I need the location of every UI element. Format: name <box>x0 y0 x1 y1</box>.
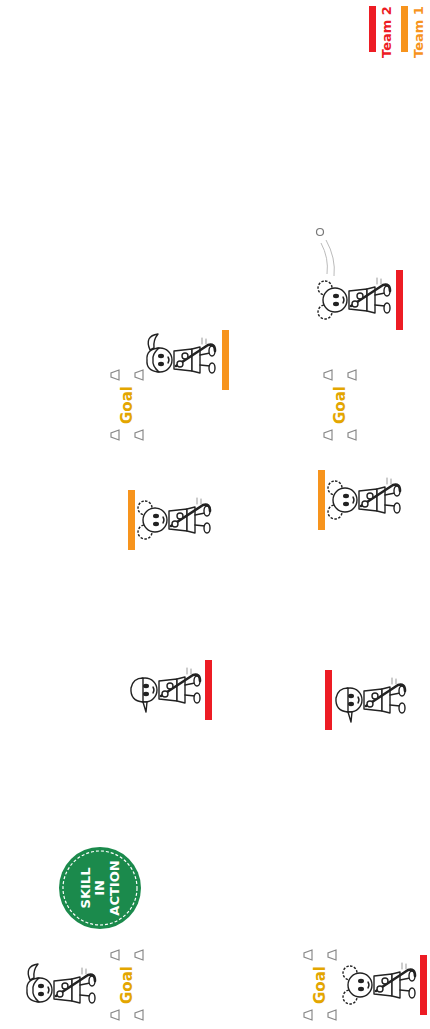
player-body <box>143 498 210 533</box>
team-bar <box>205 660 212 720</box>
player-figure <box>343 963 415 1004</box>
cap <box>131 678 147 712</box>
goal-post <box>135 370 143 380</box>
goal-label: Goal <box>119 386 136 424</box>
cap <box>336 688 352 722</box>
player-body <box>333 478 400 513</box>
goal-post <box>304 950 312 960</box>
team-bar <box>222 330 229 390</box>
badge-disc <box>59 847 141 929</box>
badge-text: SKILL IN ACTION <box>79 860 122 915</box>
goal-post <box>328 1010 336 1020</box>
ball-trail <box>321 243 327 274</box>
player-body <box>148 338 215 373</box>
goal-post <box>324 370 332 380</box>
goal <box>111 370 143 440</box>
goal-post <box>135 950 143 960</box>
player-figure <box>131 668 200 712</box>
skill-badge: SKILL IN ACTION <box>58 846 142 930</box>
player-figure <box>27 964 95 1003</box>
goal-post <box>111 430 119 440</box>
goal-post <box>328 950 336 960</box>
player-figure <box>318 278 390 319</box>
goal-post <box>348 430 356 440</box>
team-bar <box>325 670 332 730</box>
ponytail-hair <box>147 334 159 372</box>
team-bar <box>420 955 427 1015</box>
goal-post <box>348 370 356 380</box>
goal <box>111 950 143 1020</box>
goal-post <box>304 1010 312 1020</box>
goal-post <box>135 430 143 440</box>
player-figure <box>138 498 210 539</box>
legend-swatch <box>401 6 408 52</box>
player-body <box>28 968 95 1003</box>
player-figure <box>147 334 215 373</box>
goal-label: Goal <box>119 966 136 1004</box>
goal-post <box>324 430 332 440</box>
team-bar <box>396 270 403 330</box>
goal-post <box>111 370 119 380</box>
goal-label: Goal <box>312 966 329 1004</box>
goal <box>324 370 356 440</box>
goal <box>304 950 336 1020</box>
player-body <box>348 963 415 998</box>
ball <box>317 229 324 236</box>
goal-post <box>111 950 119 960</box>
team-bar <box>318 470 325 530</box>
goal-post <box>111 1010 119 1020</box>
legend-swatch <box>369 6 376 52</box>
goal-post <box>135 1010 143 1020</box>
legend-text: Team 1 <box>412 6 426 58</box>
ponytail-hair <box>27 964 39 1002</box>
player-figure <box>336 678 405 722</box>
team-bar <box>128 490 135 550</box>
badge-ring <box>63 851 137 925</box>
goal-label: Goal <box>332 386 349 424</box>
player-body <box>323 278 390 313</box>
legend-text: Team 2 <box>380 6 394 58</box>
player-figure <box>328 478 400 519</box>
